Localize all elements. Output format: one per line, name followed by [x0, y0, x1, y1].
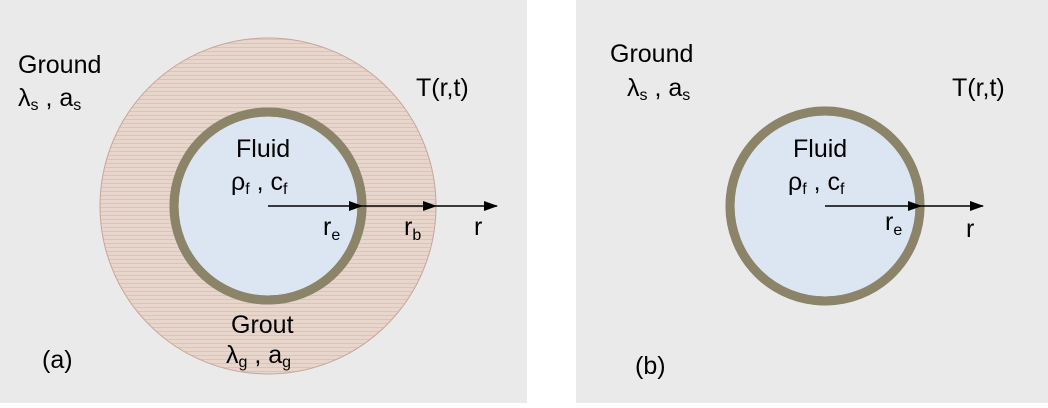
separator: ,	[247, 341, 268, 369]
re-label: re	[885, 208, 902, 239]
separator: ,	[250, 168, 271, 196]
temperature-field-label: T(r,t)	[416, 74, 469, 102]
fluid-props: ρf , cf	[231, 168, 288, 198]
lambda-subscript: s	[640, 87, 648, 104]
rho-subscript: f	[245, 181, 250, 198]
lambda-symbol: λ	[627, 74, 640, 102]
temperature-field-label: T(r,t)	[952, 74, 1005, 102]
r-symbol: r	[885, 208, 893, 236]
lambda-subscript: s	[31, 97, 39, 114]
c-symbol: c	[828, 168, 841, 196]
ground-label: Ground	[18, 51, 101, 79]
lambda-subscript: g	[239, 354, 248, 371]
re-subscript: e	[893, 222, 902, 239]
a-symbol: a	[59, 84, 73, 112]
separator: ,	[807, 168, 828, 196]
lambda-symbol: λ	[226, 341, 239, 369]
c-symbol: c	[271, 168, 284, 196]
fluid-label: Fluid	[236, 135, 290, 163]
fluid-label: Fluid	[793, 135, 847, 163]
r-axis-label: r	[966, 215, 974, 243]
re-subscript: e	[331, 227, 340, 244]
separator: ,	[39, 84, 60, 112]
a-subscript: g	[282, 354, 291, 371]
a-symbol: a	[268, 341, 282, 369]
ground-props: λs , as	[627, 74, 690, 104]
separator: ,	[648, 74, 669, 102]
panel-a-label: (a)	[42, 346, 73, 374]
grout-props: λg , ag	[226, 341, 291, 371]
rb-label: rb	[404, 213, 421, 244]
rho-symbol: ρ	[788, 168, 802, 196]
a-subscript: s	[73, 97, 81, 114]
lambda-symbol: λ	[18, 84, 31, 112]
rb-subscript: b	[412, 227, 421, 244]
grout-label: Grout	[231, 311, 294, 339]
fluid-props: ρf , cf	[788, 168, 845, 198]
re-label: re	[323, 213, 340, 244]
panel-a: Ground λs , as T(r,t) Fluid ρf , cf re r…	[0, 0, 527, 403]
ground-props: λs , as	[18, 84, 81, 114]
rho-subscript: f	[802, 181, 807, 198]
panel-b: Ground λs , as T(r,t) Fluid ρf , cf re r…	[576, 0, 1048, 403]
rho-symbol: ρ	[231, 168, 245, 196]
a-subscript: s	[682, 87, 690, 104]
c-subscript: f	[283, 181, 288, 198]
c-subscript: f	[840, 181, 845, 198]
panel-b-label: (b)	[635, 352, 666, 380]
ground-label: Ground	[610, 40, 693, 68]
r-symbol: r	[323, 213, 331, 241]
r-symbol: r	[404, 213, 412, 241]
r-axis-label: r	[474, 213, 482, 241]
a-symbol: a	[668, 74, 682, 102]
